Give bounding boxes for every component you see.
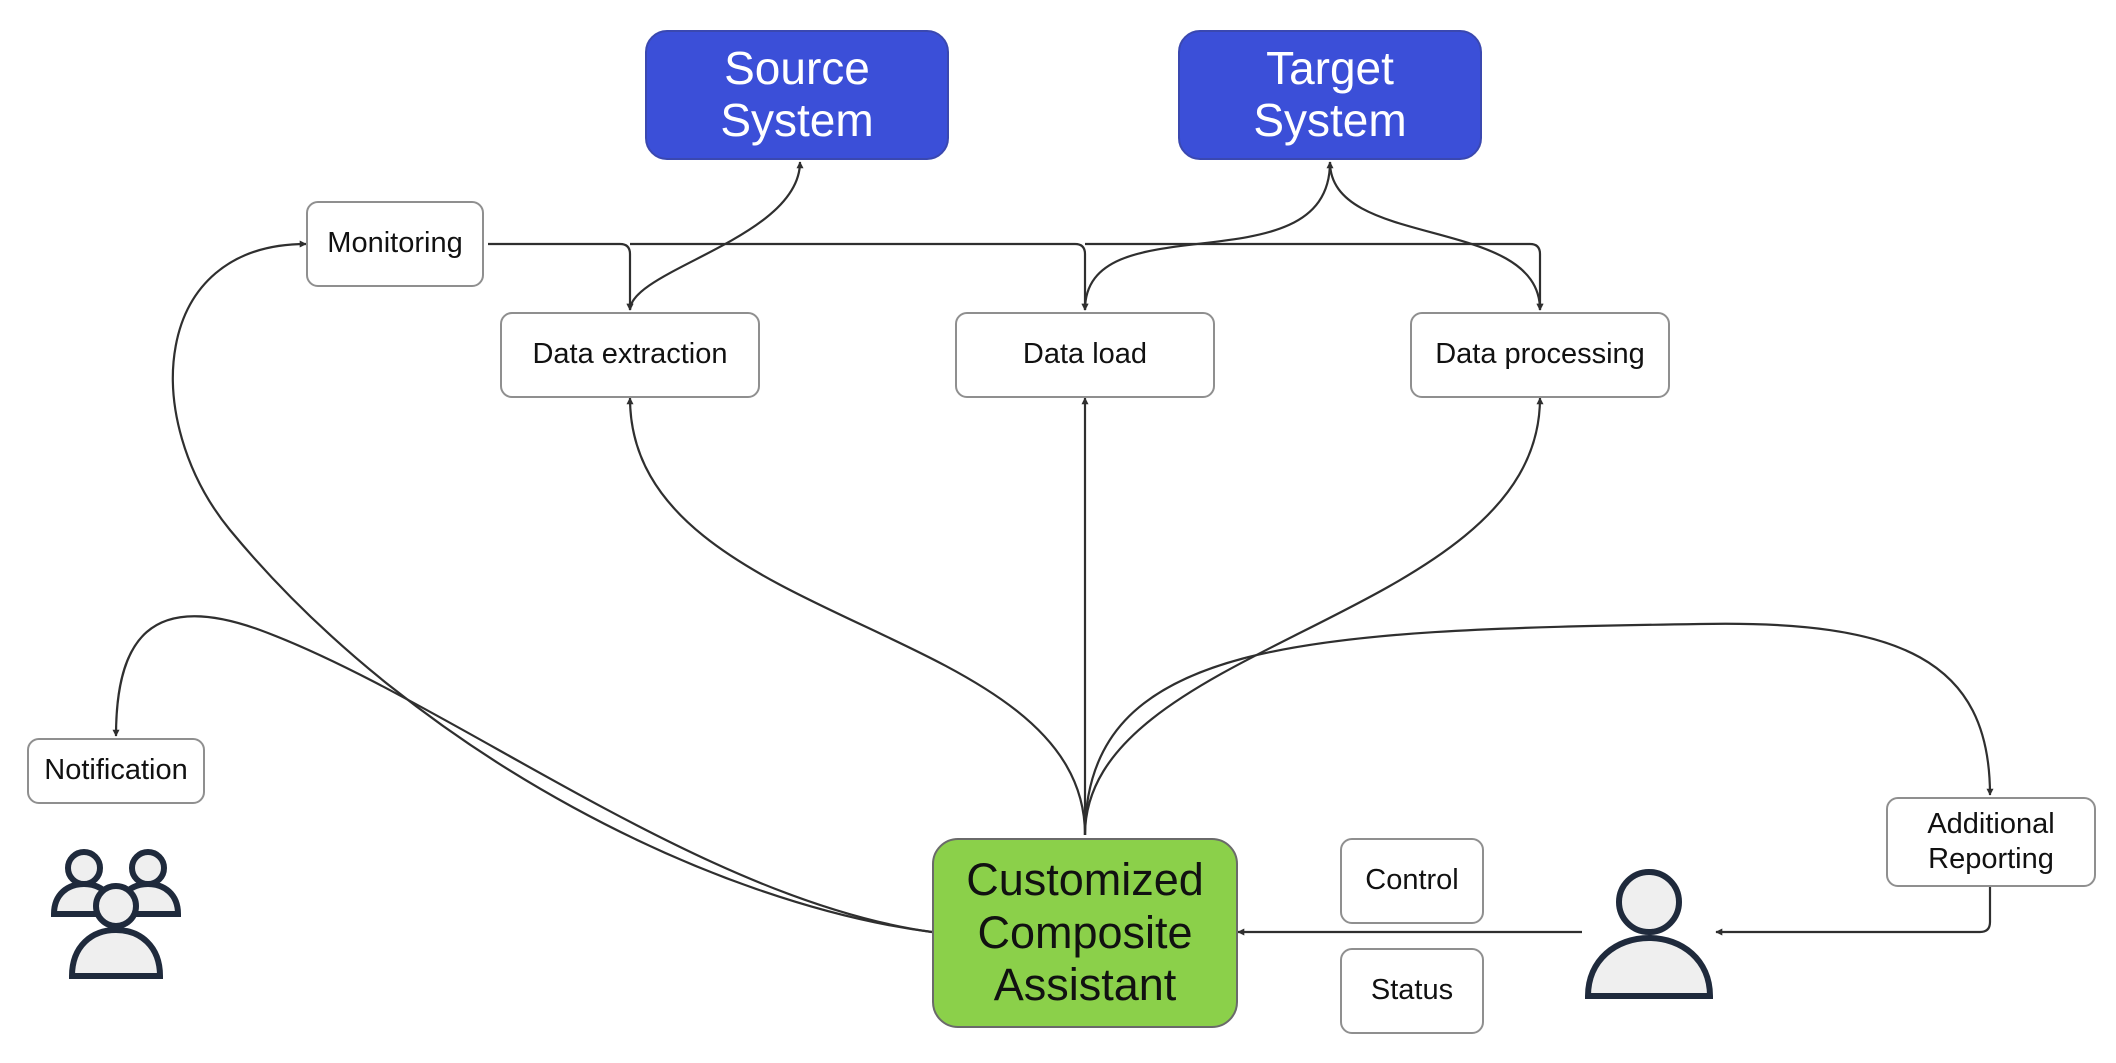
edge-assistant-monitoring bbox=[171, 240, 933, 934]
edge-monitoring-to-load bbox=[630, 242, 1089, 311]
target-system-node: Target System bbox=[1178, 30, 1482, 160]
edge-reporting-user bbox=[1715, 886, 1992, 936]
control-label: Control bbox=[1340, 838, 1484, 924]
user-icon bbox=[1584, 869, 1714, 999]
users-group-icon bbox=[50, 849, 182, 979]
edge-assistant-notification bbox=[112, 615, 933, 934]
edge-assistant-extraction bbox=[626, 397, 1087, 836]
notification-node: Notification bbox=[27, 738, 205, 804]
source-system-node: Source System bbox=[645, 30, 949, 160]
edge-extraction-source bbox=[626, 161, 804, 311]
data-extraction-node: Data extraction bbox=[500, 312, 760, 398]
assistant-node: Customized Composite Assistant bbox=[932, 838, 1238, 1028]
edge-monitoring-to-processing bbox=[1085, 242, 1544, 311]
additional-reporting-node: Additional Reporting bbox=[1886, 797, 2096, 887]
status-label: Status bbox=[1340, 948, 1484, 1034]
monitoring-node: Monitoring bbox=[306, 201, 484, 287]
edge-assistant-reporting bbox=[1083, 622, 1994, 836]
edge-monitoring-to-extraction bbox=[488, 242, 634, 311]
edge-target-load bbox=[1081, 161, 1334, 311]
edge-assistant-processing bbox=[1083, 397, 1544, 836]
data-load-node: Data load bbox=[955, 312, 1215, 398]
edge-target-processing bbox=[1328, 161, 1544, 311]
data-processing-node: Data processing bbox=[1410, 312, 1670, 398]
